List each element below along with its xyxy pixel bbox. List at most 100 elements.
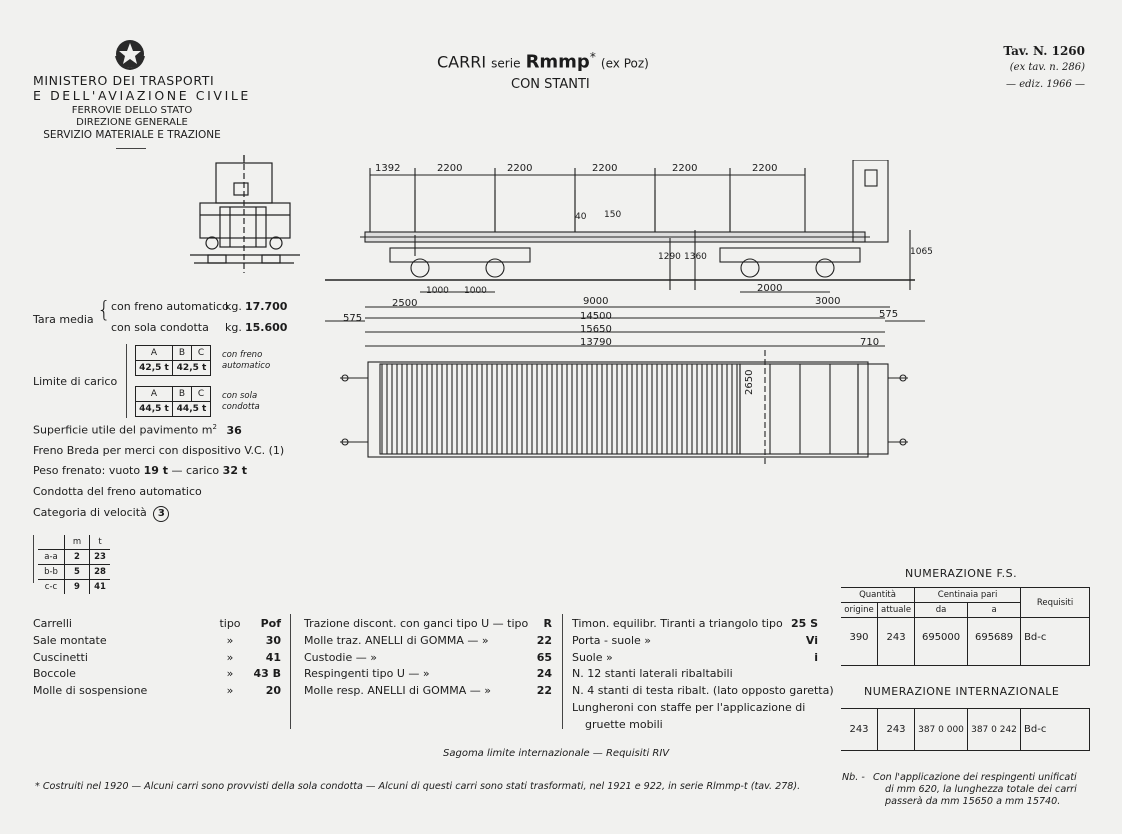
nfs-head-origine: origine: [841, 602, 878, 618]
nfs-head-a: a: [967, 602, 1022, 618]
title-carri: CARRI: [437, 52, 487, 72]
component-sym: »: [226, 684, 234, 698]
limite-t2-head-b: B: [172, 386, 192, 402]
axle-head-t: t: [89, 535, 110, 550]
component-value: 41: [265, 650, 281, 664]
component-name: Timon. equilibr. Tiranti a triangolo tip…: [572, 617, 783, 630]
component-sym: »: [226, 633, 234, 647]
dim-1000-a: 1000: [426, 286, 449, 296]
limite-t1-head-c: C: [191, 345, 211, 361]
component-name: Suole »: [572, 650, 613, 664]
nb-text: Con l'applicazione dei respingenti unifi…: [873, 772, 1077, 808]
limite-t1-head-b: B: [172, 345, 192, 361]
component-value: Vi: [805, 633, 818, 647]
component-name: Cuscinetti: [33, 650, 88, 664]
title-expoz: (ex Poz): [600, 56, 649, 71]
limite-t2-head-c: C: [191, 386, 211, 402]
sagoma-note: Sagoma limite internazionale — Requisiti…: [443, 748, 670, 759]
peso-dash: — carico: [171, 464, 220, 477]
component-sym: tipo: [219, 617, 241, 630]
dim-2650: 2650: [744, 369, 755, 395]
component-value: 43 B: [253, 667, 281, 681]
component-value: i: [814, 650, 818, 664]
dim-14500: 14500: [580, 311, 612, 322]
axle-row-bb-t: 28: [89, 564, 110, 580]
nb-line-1: Con l'applicazione dei respingenti unifi…: [873, 772, 1077, 783]
nfs-da: 695000: [914, 617, 969, 666]
tara-line-2: con sola condotta kg. 15.600: [111, 321, 287, 334]
component-name: Molle di sospensione: [33, 684, 148, 698]
nint-da: 387 0 000: [914, 708, 968, 751]
dim-575-right: 575: [879, 309, 899, 320]
axle-head-m: m: [64, 535, 90, 550]
axle-row-aa-label: a-a: [38, 549, 65, 565]
tav-number: Tav. N. 1260: [1003, 44, 1085, 58]
nint-attuale: 243: [877, 708, 915, 751]
component-name: Custodie — »: [304, 650, 377, 664]
peso-frenato: Peso frenato: vuoto 19 t — carico 32 t: [33, 464, 247, 477]
nint-a: 387 0 242: [967, 708, 1021, 751]
superficie-value: 36: [226, 423, 242, 437]
limite-note1-line1: con freno: [222, 350, 263, 360]
dim-15650: 15650: [580, 324, 612, 335]
limite-t1-head-a: A: [135, 345, 173, 361]
limite-t1-a: 42,5 t: [135, 360, 173, 376]
footnote: * Costruiti nel 1920 — Alcuni carri sono…: [35, 781, 801, 792]
component-value: 30: [265, 633, 281, 647]
nfs-a: 695689: [967, 617, 1022, 666]
numerazione-int-table: 243 243 387 0 000 387 0 242 Bd-c: [841, 708, 1090, 751]
nfs-head-da: da: [914, 602, 969, 618]
limite-t1-bc: 42,5 t: [172, 360, 211, 376]
dim-top-4: 2200: [592, 163, 618, 174]
dept-line-3: SERVIZIO MATERIALE E TRAZIONE: [43, 129, 221, 141]
dim-top-6: 2200: [752, 163, 778, 174]
component-note: Lungheroni con staffe per l'applicazione…: [572, 701, 806, 714]
axle-row-cc-m: 9: [64, 579, 90, 594]
nb-line-3: passerà da mm 15650 a mm 15740.: [885, 796, 1061, 807]
title-star: *: [589, 50, 596, 64]
component-value: 22: [536, 684, 552, 698]
axle-row-cc-label: c-c: [38, 579, 65, 594]
dim-13790: 13790: [580, 337, 612, 348]
axle-table-bracket: [33, 535, 34, 583]
component-name: Trazione discont. con ganci tipo U — tip…: [304, 617, 529, 630]
limite-note2-line1: con sola: [222, 391, 258, 401]
peso-text: Peso frenato: vuoto: [33, 464, 141, 477]
ministry-line-1: MINISTERO DEI TRASPORTI: [33, 73, 215, 88]
limite-note2-line2: condotta: [222, 402, 260, 412]
header-divider: [116, 148, 146, 149]
component-value: 22: [536, 633, 552, 647]
end-view-drawing: [190, 155, 300, 273]
component-value: 65: [536, 650, 552, 664]
emblem-icon: [115, 40, 145, 71]
tara-line1-value: 17.700: [245, 300, 288, 313]
dept-line-1: FERROVIE DELLO STATO: [71, 105, 193, 116]
categoria-badge: 3: [153, 506, 170, 522]
tara-line-1: con freno automatico kg. 17.700: [111, 300, 287, 313]
component-name: Porta - suole »: [572, 633, 651, 647]
condotta: Condotta del freno automatico: [33, 485, 202, 498]
plan-view-drawing: [340, 350, 908, 465]
numerazione-fs-table: Quantità Centinaia pari Requisiti origin…: [841, 587, 1091, 666]
nfs-origine: 390: [841, 617, 878, 666]
limite-note1-line2: automatico: [222, 361, 271, 371]
axle-row-bb-m: 5: [64, 564, 90, 580]
component-name: Sale montate: [33, 633, 107, 647]
component-note: N. 4 stanti di testa ribalt. (lato oppos…: [572, 684, 834, 698]
component-sym: »: [226, 667, 234, 681]
page-subtitle: CON STANTI: [511, 77, 590, 92]
nint-requisiti: Bd-c: [1020, 708, 1090, 751]
title-serie: serie: [491, 56, 521, 71]
tara-line2-value: 15.600: [245, 321, 288, 334]
nfs-head-centinaia: Centinaia pari: [914, 587, 1022, 603]
dept-line-2: DIREZIONE GENERALE: [76, 117, 188, 128]
dim-150: 150: [604, 210, 622, 220]
categoria: Categoria di velocità 3: [33, 506, 170, 522]
component-value: Pof: [260, 617, 281, 630]
component-value: 20: [265, 684, 281, 698]
numerazione-fs-title: NUMERAZIONE F.S.: [905, 567, 1018, 580]
dim-1290: 1290: [658, 252, 681, 262]
